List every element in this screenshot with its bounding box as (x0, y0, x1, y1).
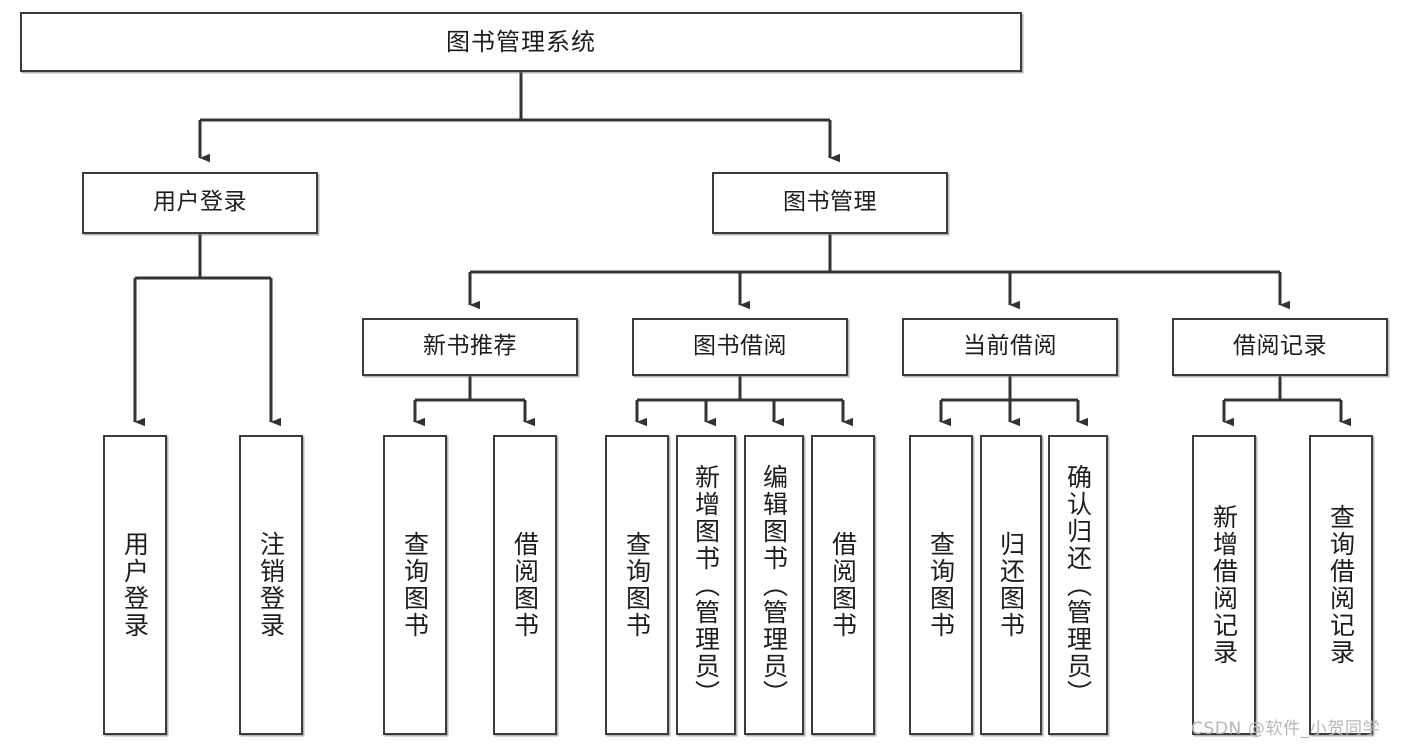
node-leaf-borrow-book-newbook[interactable]: 借阅图书 (493, 435, 557, 735)
node-label: 借阅图书 (510, 531, 540, 639)
node-label: 图书管理系统 (446, 27, 596, 56)
node-label: 新增图书（管理员） (691, 463, 721, 707)
node-label: 编辑图书（管理员） (759, 463, 789, 707)
node-label: 注销登录 (256, 531, 286, 639)
node-label: 用户登录 (120, 531, 150, 639)
node-label: 归还图书 (996, 531, 1026, 639)
node-label: 新书推荐 (423, 333, 517, 360)
node-label: 借阅图书 (828, 531, 858, 639)
node-borrow-record[interactable]: 借阅记录 (1172, 318, 1388, 376)
node-label: 新增借阅记录 (1209, 504, 1239, 666)
node-leaf-borrow-book-borrow[interactable]: 借阅图书 (811, 435, 875, 735)
node-leaf-query-book-borrow[interactable]: 查询图书 (605, 435, 669, 735)
node-book-borrow[interactable]: 图书借阅 (632, 318, 848, 376)
node-leaf-user-login[interactable]: 用户登录 (103, 435, 167, 735)
node-label: 查询图书 (622, 531, 652, 639)
node-leaf-edit-book-admin[interactable]: 编辑图书（管理员） (744, 435, 804, 735)
node-leaf-add-borrow-record[interactable]: 新增借阅记录 (1192, 435, 1256, 735)
node-label: 查询图书 (400, 531, 430, 639)
csdn-watermark: CSDN @软件_小贺同学 (1191, 719, 1381, 739)
node-current-borrow[interactable]: 当前借阅 (902, 318, 1118, 376)
node-leaf-add-book-admin[interactable]: 新增图书（管理员） (676, 435, 736, 735)
node-label: 查询图书 (926, 531, 956, 639)
node-leaf-logout[interactable]: 注销登录 (239, 435, 303, 735)
node-label: 用户登录 (153, 189, 247, 216)
node-leaf-query-book-current[interactable]: 查询图书 (909, 435, 973, 735)
node-book-management[interactable]: 图书管理 (712, 172, 948, 234)
node-label: 查询借阅记录 (1326, 504, 1356, 666)
node-label: 借阅记录 (1233, 333, 1327, 360)
node-user-login[interactable]: 用户登录 (82, 172, 318, 234)
node-label: 确认归还（管理员） (1063, 463, 1093, 707)
node-leaf-query-book-newbook[interactable]: 查询图书 (383, 435, 447, 735)
node-leaf-confirm-return-admin[interactable]: 确认归还（管理员） (1048, 435, 1108, 735)
node-label: 图书借阅 (693, 333, 787, 360)
node-leaf-return-book[interactable]: 归还图书 (980, 435, 1042, 735)
node-label: 图书管理 (783, 189, 877, 216)
node-leaf-query-borrow-record[interactable]: 查询借阅记录 (1309, 435, 1373, 735)
node-new-book-recommendation[interactable]: 新书推荐 (362, 318, 578, 376)
node-label: 当前借阅 (963, 333, 1057, 360)
node-root-book-management-system[interactable]: 图书管理系统 (20, 12, 1022, 72)
